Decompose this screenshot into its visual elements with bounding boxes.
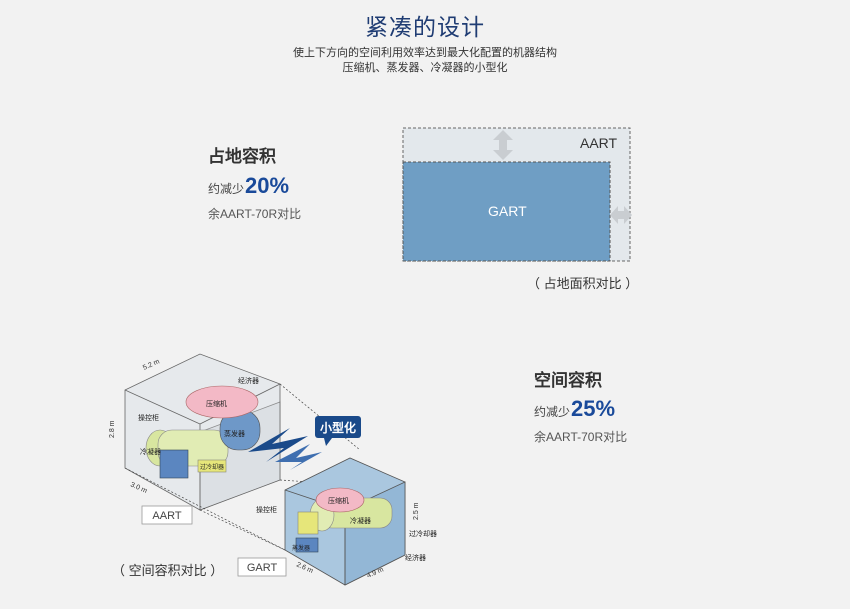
space-caption: （ 空间容积对比 ） xyxy=(112,563,224,578)
page-title: 紧凑的设计 xyxy=(365,14,485,40)
gart-footprint-rect xyxy=(402,161,611,262)
aart-label-evaporator: 蒸发器 xyxy=(224,429,245,438)
subtitle-line-2: 压缩机、蒸发器、冷凝器的小型化 xyxy=(342,62,508,74)
aart-dim-depth: 3.0 m xyxy=(129,481,148,495)
page-subtitle: 使上下方向的空间利用效率达到最大化配置的机器结构 压缩机、蒸发器、冷凝器的小型化 xyxy=(0,46,850,76)
aart-control-box xyxy=(159,449,189,479)
miniaturize-badge xyxy=(315,416,361,438)
miniaturize-arrow xyxy=(248,428,322,470)
aart-label-subcooler: 过冷却器 xyxy=(200,463,224,471)
gart-tag: GART xyxy=(247,562,278,574)
footprint-diagram: AART GART xyxy=(402,127,632,262)
miniaturize-label: 小型化 xyxy=(320,420,356,435)
gart-compressor xyxy=(315,487,365,513)
gart-control-box xyxy=(297,511,319,535)
space-reduce-prefix: 约减少 xyxy=(534,405,571,419)
aart-label-economizer: 经济器 xyxy=(238,376,259,385)
footprint-title: 占地容积 xyxy=(208,147,276,166)
space-value: 25% xyxy=(571,396,616,421)
aart-label-compressor: 压缩机 xyxy=(206,399,227,408)
space-comparison-diagram: 5.2 m 2.8 m 3.0 m 经济器 压缩机 操控柜 蒸发器 冷凝器 过冷… xyxy=(109,353,437,586)
gart-evaporator xyxy=(295,537,319,553)
gart-label-subcooler: 过冷却器 xyxy=(409,529,437,538)
gart-label-compressor: 压缩机 xyxy=(328,496,349,505)
aart-footprint-label: AART xyxy=(580,135,618,151)
aart-dim-height: 2.8 m xyxy=(109,420,116,438)
aart-label-control: 操控柜 xyxy=(138,413,159,422)
aart-label-condenser: 冷凝器 xyxy=(140,447,161,456)
gart-label-condenser: 冷凝器 xyxy=(350,516,371,525)
gart-label-control: 操控柜 xyxy=(256,505,277,514)
gart-label-economizer: 经济器 xyxy=(405,553,426,562)
footprint-value: 20% xyxy=(245,173,290,198)
gart-dim-height: 2.5 m xyxy=(413,502,420,520)
space-note: 余AART-70R对比 xyxy=(534,430,628,444)
aart-tag-box xyxy=(141,505,193,525)
space-title: 空间容积 xyxy=(534,371,602,390)
aart-compressor xyxy=(185,385,259,419)
gart-tag-box xyxy=(237,557,287,577)
aart-tag: AART xyxy=(152,510,181,522)
space-reduction: 约减少25% xyxy=(534,396,615,422)
subtitle-line-1: 使上下方向的空间利用效率达到最大化配置的机器结构 xyxy=(293,47,557,59)
footprint-reduction: 约减少20% xyxy=(208,173,289,199)
footprint-reduce-prefix: 约减少 xyxy=(208,182,245,196)
vertical-reduction-arrow xyxy=(493,130,513,160)
aart-components xyxy=(145,385,261,479)
footprint-caption: （ 占地面积对比 ） xyxy=(527,276,639,291)
horizontal-reduction-arrow xyxy=(610,206,632,224)
aart-dim-width: 5.2 m xyxy=(142,358,161,372)
footprint-note: 余AART-70R对比 xyxy=(208,207,302,221)
gart-footprint-label: GART xyxy=(488,203,527,219)
gart-label-evaporator: 蒸发器 xyxy=(292,544,310,552)
aart-subcooler xyxy=(197,459,227,473)
gart-components xyxy=(295,487,393,553)
